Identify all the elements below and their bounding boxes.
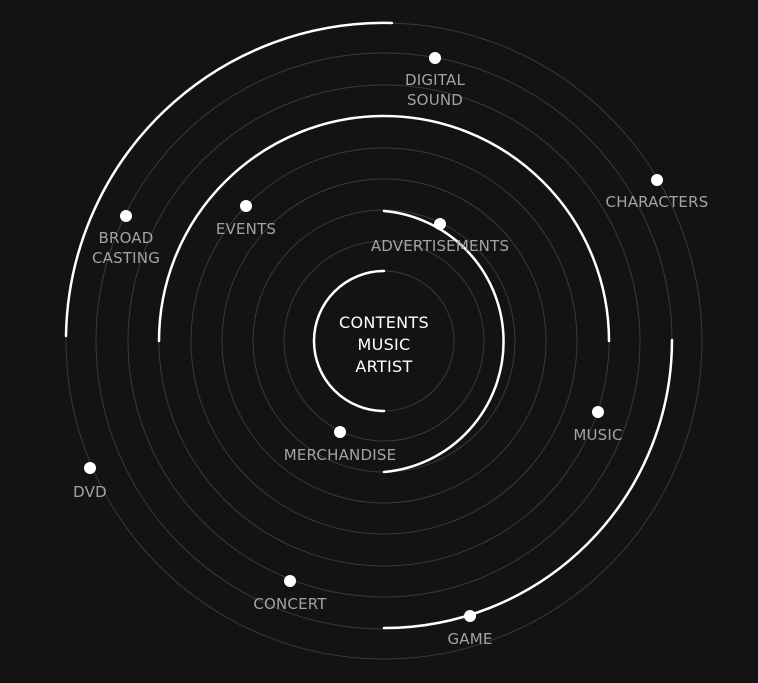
dot-events xyxy=(240,200,252,212)
center-line-contents: CONTENTS xyxy=(339,313,429,332)
node-label-characters: CHARACTERS xyxy=(606,192,709,212)
center-line-artist: ARTIST xyxy=(355,357,413,376)
node-text: BROAD xyxy=(98,229,154,247)
node-label-advertisements: ADVERTISEMENTS xyxy=(371,236,509,256)
node-label-game: GAME xyxy=(447,629,492,649)
orbit-ring-4 xyxy=(221,178,547,504)
arc-outer-topleft xyxy=(64,21,394,338)
node-text: MUSIC xyxy=(573,426,623,444)
arc-outer-bottomright xyxy=(382,338,674,630)
dot-broadcasting xyxy=(120,210,132,222)
dot-characters xyxy=(651,174,663,186)
center-line-music: MUSIC xyxy=(357,335,411,354)
node-label-concert: CONCERT xyxy=(253,594,326,614)
node-text: DIGITAL xyxy=(404,71,466,89)
dot-dvd xyxy=(84,462,96,474)
node-label-broadcasting: BROAD CASTING xyxy=(92,228,160,268)
node-text: MERCHANDISE xyxy=(283,446,397,464)
node-text: EVENTS xyxy=(215,220,277,238)
dot-music xyxy=(592,406,604,418)
dot-digital-sound xyxy=(429,52,441,64)
arc-third-top xyxy=(157,114,611,343)
node-label-events: EVENTS xyxy=(216,219,276,239)
arc-inner-left xyxy=(312,269,386,413)
orbit-ring-7 xyxy=(127,84,641,598)
node-label-digital-sound: DIGITAL SOUND xyxy=(405,70,465,110)
node-label-music: MUSIC xyxy=(573,425,622,445)
node-text: CONCERT xyxy=(253,595,327,613)
orbit-ring-5 xyxy=(190,147,578,535)
node-text: CASTING xyxy=(91,249,161,267)
dot-game xyxy=(464,610,476,622)
node-label-dvd: DVD xyxy=(73,482,107,502)
orbit-ring-2 xyxy=(283,240,485,442)
node-text: SOUND xyxy=(406,91,464,109)
dot-advertisements xyxy=(434,218,446,230)
node-text: ADVERTISEMENTS xyxy=(370,237,510,255)
node-text: CHARACTERS xyxy=(605,193,709,211)
center-label: CONTENTS MUSIC ARTIST xyxy=(339,312,429,378)
node-text: GAME xyxy=(447,630,493,648)
dot-concert xyxy=(284,575,296,587)
node-label-merchandise: MERCHANDISE xyxy=(284,445,397,465)
dot-merchandise xyxy=(334,426,346,438)
node-text: DVD xyxy=(73,483,107,501)
